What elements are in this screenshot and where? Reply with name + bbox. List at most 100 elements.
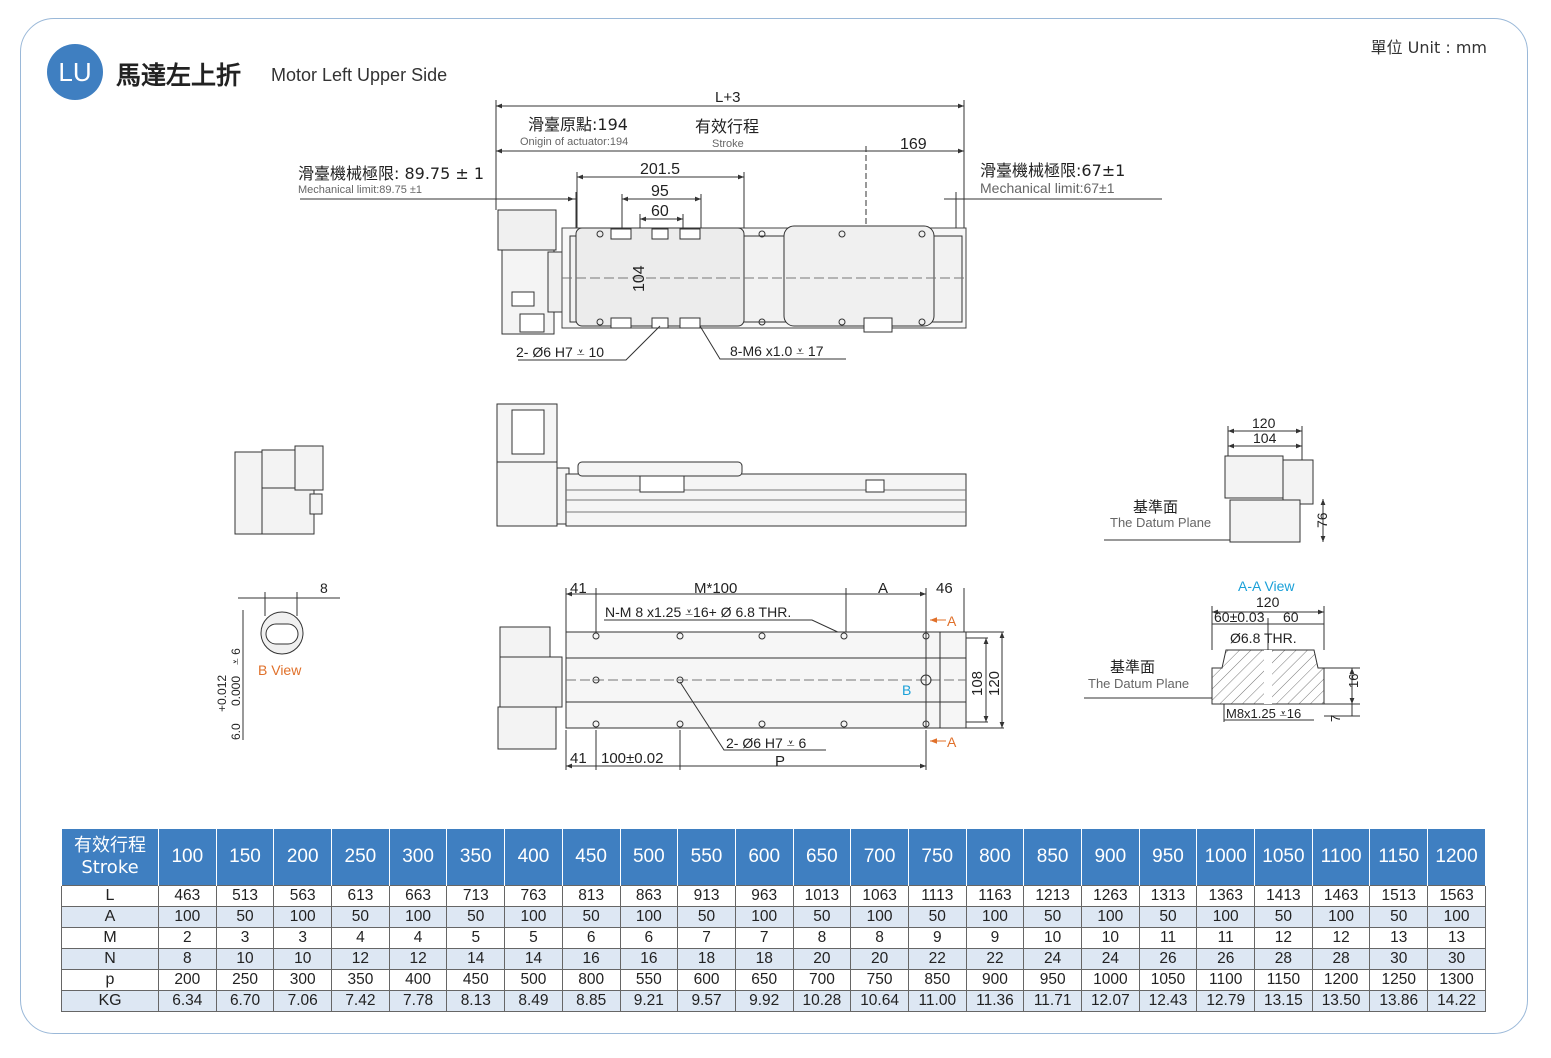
table-cell: 9 [965, 927, 1025, 949]
table-cell: 100 [1081, 906, 1140, 928]
table-cell: 11.36 [965, 990, 1025, 1012]
end-datum-en: The Datum Plane [1110, 515, 1211, 530]
stroke-col: 450 [561, 829, 621, 886]
table-cell: 1213 [1023, 885, 1082, 907]
table-cell: 12 [1254, 927, 1313, 949]
table-cell: 11.71 [1023, 990, 1082, 1012]
table-cell: 50 [792, 906, 852, 928]
table-cell: 50 [677, 906, 736, 928]
table-cell: 100 [965, 906, 1025, 928]
table-cell: 3 [215, 927, 275, 949]
table-cell: 18 [734, 948, 794, 970]
table-cell: 10 [215, 948, 275, 970]
table-cell: 26 [1138, 948, 1198, 970]
row-label: KG [61, 990, 159, 1012]
stroke-col: 300 [388, 829, 448, 886]
table-cell: 100 [1196, 906, 1256, 928]
aa-dim-7: 7 [1328, 715, 1343, 722]
stroke-col: 1050 [1254, 829, 1313, 886]
end-datum-zh: 基準面 [1133, 498, 1178, 516]
aa-thread: M8x1.25 ⩡16 [1226, 706, 1301, 721]
table-cell: 9.57 [677, 990, 736, 1012]
table-cell: 50 [1138, 906, 1198, 928]
table-cell: 7 [734, 927, 794, 949]
table-cell: 1363 [1196, 885, 1256, 907]
table-cell: 563 [273, 885, 333, 907]
stroke-col: 500 [619, 829, 679, 886]
table-cell: 100 [1311, 906, 1371, 928]
table-cell: 24 [1081, 948, 1140, 970]
table-header-row: 有效行程 Stroke 100 150 200 250 300 350 400 … [61, 829, 1486, 886]
table-cell: 800 [561, 969, 621, 991]
table-cell: 450 [446, 969, 506, 991]
bottom-dim-120: 120 [986, 671, 1003, 696]
table-cell: 663 [388, 885, 448, 907]
table-cell: 100 [619, 906, 679, 928]
table-cell: 30 [1369, 948, 1429, 970]
stroke-col: 1000 [1196, 829, 1256, 886]
table-cell: 13.15 [1254, 990, 1313, 1012]
aa-thr: Ø6.8 THR. [1230, 630, 1297, 646]
thread-note: N-M 8 x1.25 ⩡16+ Ø 6.8 THR. [605, 604, 791, 620]
table-cell: 7 [677, 927, 736, 949]
table-cell: 1013 [792, 885, 852, 907]
table-cell: 963 [734, 885, 794, 907]
table-cell: 1313 [1138, 885, 1198, 907]
row-label: p [61, 969, 159, 991]
table-cell: 14 [446, 948, 506, 970]
table-cell: 20 [792, 948, 852, 970]
table-cell: 50 [1369, 906, 1429, 928]
aa-dim-16: 16 [1346, 674, 1361, 688]
row-label: M [61, 927, 159, 949]
table-cell: 28 [1254, 948, 1313, 970]
table-cell: 100 [734, 906, 794, 928]
stroke-col: 250 [331, 829, 390, 886]
left-end-view [234, 445, 324, 535]
table-cell: 8 [850, 927, 909, 949]
b-tol-lower: 0.000 [229, 676, 243, 706]
head-label-en: Stroke [81, 857, 139, 878]
stroke-col: 950 [1138, 829, 1198, 886]
table-cell: 11.00 [907, 990, 967, 1012]
table-cell: 24 [1023, 948, 1082, 970]
table-cell: 8 [158, 948, 217, 970]
table-cell: 1000 [1081, 969, 1140, 991]
table-cell: 9.92 [734, 990, 794, 1012]
origin-zh: 滑臺原點:194 [528, 115, 628, 134]
marker-a-bottom: A [947, 734, 957, 750]
b-dim-8: 8 [320, 580, 328, 596]
table-cell: 813 [561, 885, 621, 907]
table-cell: 14 [504, 948, 563, 970]
dim-169: 169 [900, 136, 927, 153]
table-cell: 50 [446, 906, 506, 928]
table-cell: 50 [1023, 906, 1082, 928]
table-cell: 513 [215, 885, 275, 907]
table-cell: 1163 [965, 885, 1025, 907]
table-cell: 1050 [1138, 969, 1198, 991]
aa-dim-120: 120 [1256, 594, 1280, 610]
table-cell: 12 [1311, 927, 1371, 949]
table-cell: 550 [619, 969, 679, 991]
table-cell: 900 [965, 969, 1025, 991]
b-depth: ⩡ 6 [229, 648, 243, 665]
row-label: L [61, 885, 159, 907]
stroke-col: 1150 [1369, 829, 1429, 886]
stroke-col: 600 [734, 829, 794, 886]
table-cell: 100 [388, 906, 448, 928]
stroke-col: 750 [907, 829, 967, 886]
limit-right-en: Mechanical limit:67±1 [980, 180, 1115, 196]
table-cell: 1513 [1369, 885, 1429, 907]
title-english: Motor Left Upper Side [271, 65, 448, 85]
table-cell: 500 [504, 969, 563, 991]
page-frame [20, 18, 1528, 1034]
table-cell: 22 [965, 948, 1025, 970]
table-cell: 30 [1427, 948, 1486, 970]
table-cell: 300 [273, 969, 333, 991]
table-cell: 8.85 [561, 990, 621, 1012]
table-cell: 10.28 [792, 990, 852, 1012]
spec-table: 有效行程 Stroke 100 150 200 250 300 350 400 … [61, 829, 1486, 1012]
aa-dim-60a: 60±0.03 [1214, 609, 1265, 625]
table-cell: 50 [215, 906, 275, 928]
